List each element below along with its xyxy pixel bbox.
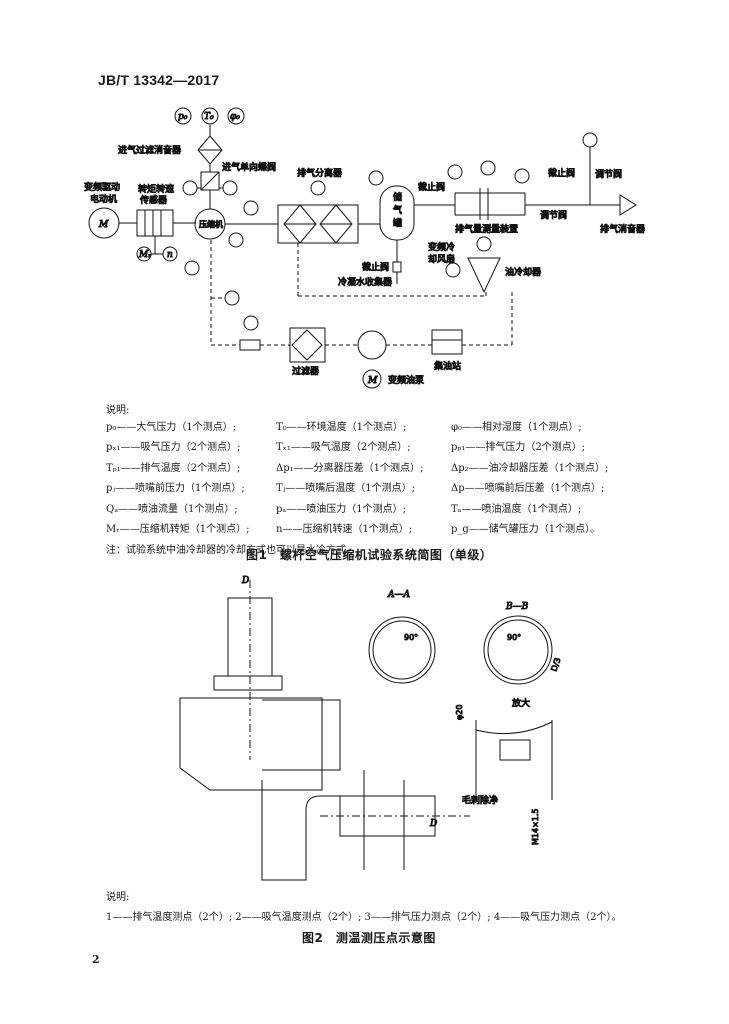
svg-text:M: M [98, 220, 109, 230]
t0-label: T₀ [204, 112, 214, 122]
oil-station-icon [431, 329, 463, 355]
oil-filter-icon [291, 329, 323, 361]
stop-valve1-label: 截止阀 [418, 181, 445, 193]
svg-text:罐: 罐 [393, 217, 402, 229]
svg-text:变频冷: 变频冷 [428, 241, 455, 253]
torque-sensor-icon [136, 209, 174, 237]
svg-text:90°: 90° [507, 633, 521, 642]
svg-text:90°: 90° [404, 633, 418, 642]
fig1-note: 注：试验系统中油冷却器的冷却方式也可以是水冷方式。 [106, 544, 356, 556]
svg-text:气: 气 [393, 204, 402, 216]
thread-label: M14×1.5 [531, 808, 540, 845]
svg-text:Mᵣ: Mᵣ [138, 250, 151, 260]
reg-valve2-label: 调节阀 [540, 210, 567, 221]
stop-valve2-label: 截止阀 [548, 167, 575, 179]
fig2-compressor-outline [179, 580, 470, 881]
burr-label: 毛刺除净 [462, 794, 498, 806]
reg-valve1-label: 调节阀 [595, 169, 622, 180]
separator-label: 排气分离器 [297, 167, 342, 179]
oil-pump-label: 变频油泵 [388, 374, 424, 386]
motor-label-1: 变频驱动 [84, 181, 120, 193]
intake-filter-label: 进气过滤消音器 [118, 144, 181, 156]
stop-valve3-label: 截止阀 [362, 261, 389, 273]
torque-sensor-label-2: 传感器 [140, 194, 167, 206]
torque-sensor-label-1: 转矩转速 [138, 183, 174, 195]
enlarge-label: 放大 [512, 697, 530, 709]
fig2-legend: 1——排气温度测点（2个）; 2——吸气温度测点（2个）; 3——排气压力测点（… [106, 912, 622, 923]
section-aa-circle [368, 616, 436, 684]
section-aa-label: A—A [387, 590, 410, 600]
oil-filter-label: 过滤器 [292, 365, 319, 377]
svg-text:M: M [367, 376, 378, 386]
ambient-sensors [174, 107, 245, 125]
svg-text:却风扇: 却风扇 [428, 253, 455, 265]
fig2-d-label-right: D [429, 819, 437, 829]
fig1-caption: 图1 螺杆空气压缩机试验系统简图（单级） [246, 548, 493, 562]
page-number: 2 [92, 953, 100, 966]
fig2-legend-title: 说明: [106, 892, 130, 903]
motor-label-2: 电动机 [90, 193, 117, 205]
intake-valve-label: 进气单向蝶阀 [222, 161, 276, 173]
standard-number: JB/T 13342—2017 [98, 72, 220, 88]
svg-text:储: 储 [393, 191, 402, 203]
p0-label: p₀ [178, 112, 188, 122]
flow-device-icon [454, 192, 526, 216]
svg-text:φ20: φ20 [455, 705, 464, 720]
svg-text:n: n [167, 250, 173, 260]
exhaust-silencer-label: 排气消音器 [600, 223, 645, 235]
flow-device-label: 排气量测量装置 [455, 223, 518, 235]
condensate-label: 冷凝水收集器 [338, 276, 392, 288]
oil-cooler-icon [467, 257, 501, 294]
detail-view [475, 720, 553, 800]
fig1-legend: 说明: p₀——大气压力（1个测点）;T₀——环境温度（1个测点）;φ₀——相对… [106, 401, 666, 559]
fig2-caption: 图2 测温测压点示意图 [302, 931, 436, 945]
compressor-label: 压缩机 [199, 219, 223, 229]
section-bb-circle [483, 615, 553, 685]
section-bb-label: B—B [505, 602, 529, 612]
oil-pump-icon [357, 330, 387, 360]
svg-text:D/3: D/3 [549, 656, 562, 672]
exhaust-silencer-icon [619, 194, 637, 216]
phi0-label: φ₀ [230, 112, 240, 122]
oil-station-label: 集油站 [434, 360, 461, 372]
legend-title: 说明: [106, 404, 130, 416]
oil-cooler-label: 油冷却器 [505, 266, 541, 278]
fig2-d-label-top: D [241, 576, 249, 586]
